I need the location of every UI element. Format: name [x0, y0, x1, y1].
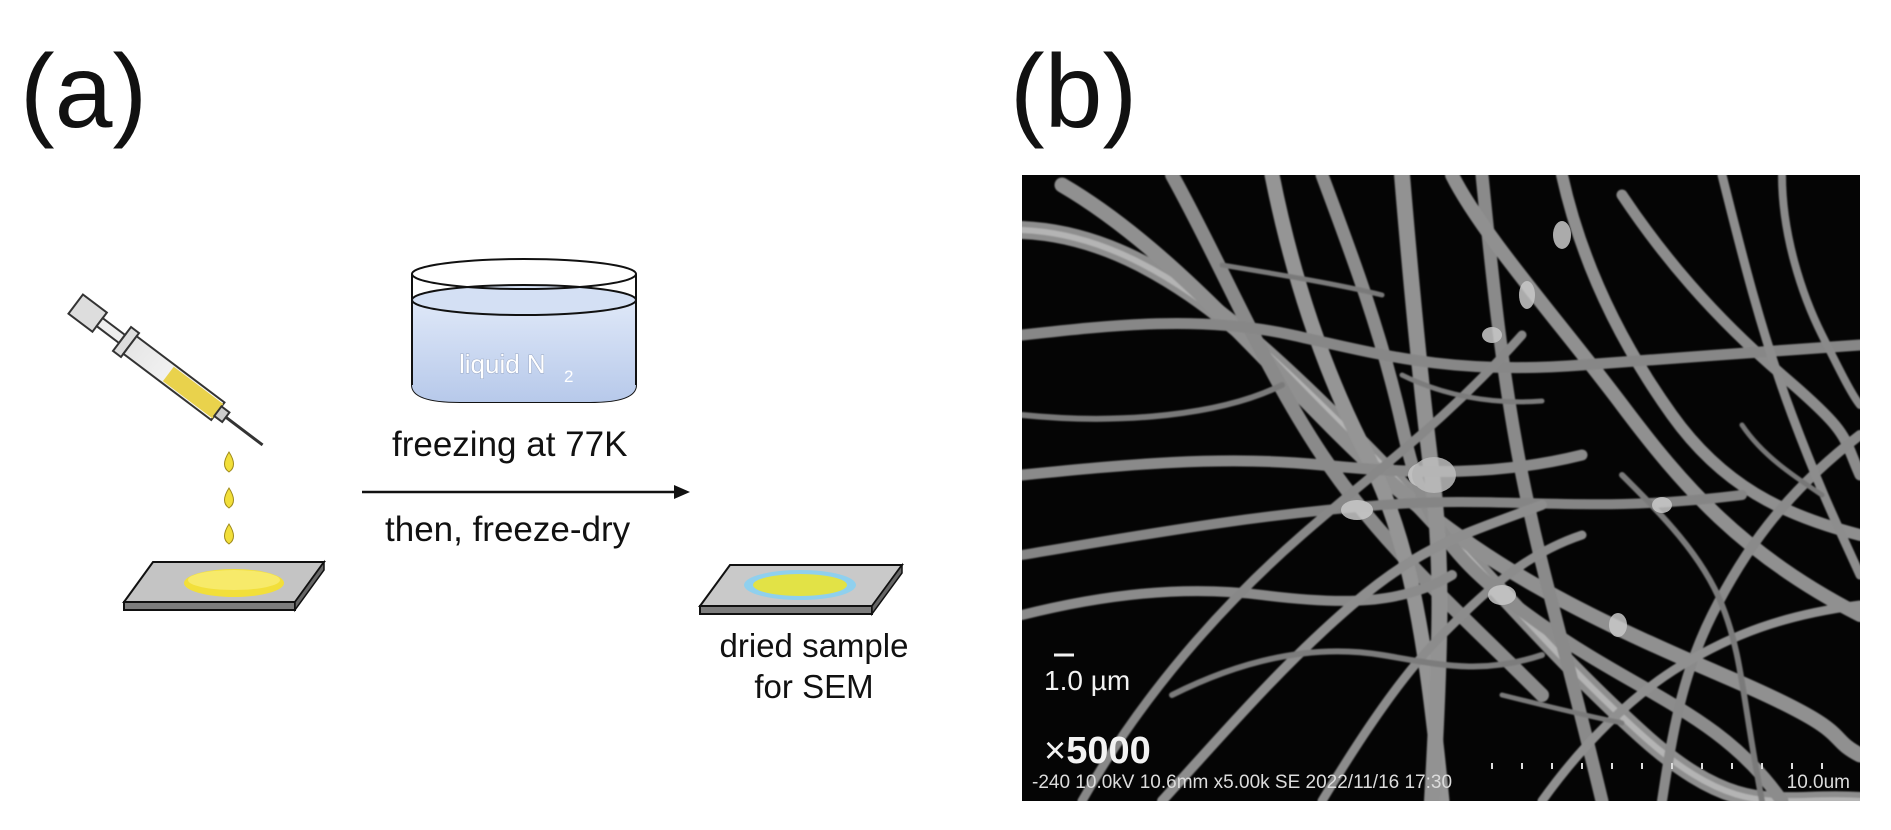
dried-caption-line2: for SEM — [754, 668, 874, 706]
liquid-label: liquid N — [459, 349, 546, 379]
liquid-label-subscript: 2 — [564, 367, 573, 386]
liquid-nitrogen-container: liquid N 2 — [411, 258, 637, 403]
sem-micrograph: 1.0 µm ×5000 -240 10.0kV 10.6mm x5.00k S… — [1022, 175, 1860, 801]
dried-slide — [698, 562, 904, 617]
scale-bar-label: 1.0 µm — [1044, 665, 1131, 696]
sem-footer-scale: 10.0um — [1786, 772, 1850, 793]
process-diagram: liquid N 2 — [67, 258, 904, 617]
process-arrow — [362, 485, 690, 499]
magnification-value: 5000 — [1066, 730, 1151, 772]
magnification-label: ×5000 — [1044, 730, 1151, 773]
dried-sample-caption: dried sample for SEM — [694, 625, 934, 708]
step-freeze-dry-text: then, freeze-dry — [385, 510, 631, 549]
sem-footer-info: -240 10.0kV 10.6mm x5.00k SE 2022/11/16 … — [1032, 772, 1453, 793]
fiber-network — [1022, 175, 1860, 801]
panel-label-b: (b) — [1010, 34, 1138, 150]
tick-row — [1491, 763, 1823, 769]
magnification-symbol: × — [1044, 730, 1067, 772]
step-freezing-text: freezing at 77K — [392, 425, 628, 464]
panel-label-a: (a) — [20, 34, 148, 150]
drops — [224, 451, 234, 545]
syringe-icon — [67, 293, 264, 447]
slide-with-sample — [122, 559, 326, 613]
dried-caption-line1: dried sample — [719, 627, 909, 664]
